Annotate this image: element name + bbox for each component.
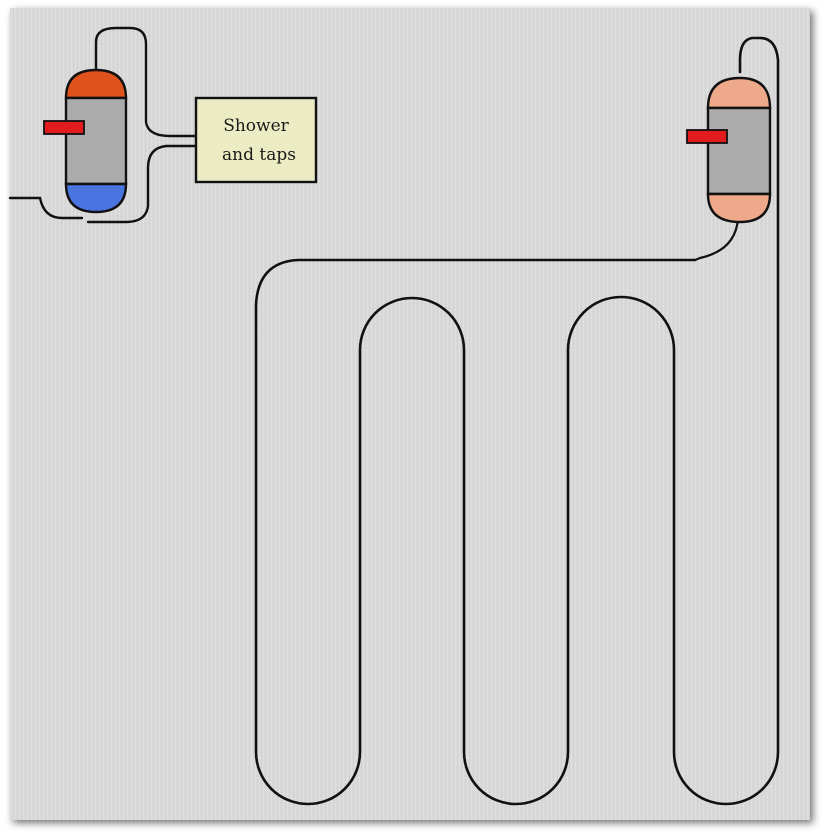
shower-and-taps-rect	[194, 96, 318, 184]
secondary-tank-top-cap	[706, 76, 772, 110]
secondary-tank	[686, 76, 772, 224]
secondary-tank-bottom-cap	[706, 192, 772, 224]
secondary-tank-outlet-pipe	[693, 216, 740, 262]
diagram-background	[10, 8, 810, 820]
return-pipe-lower	[86, 144, 198, 224]
shower-label-line1: Shower	[223, 116, 289, 136]
serpentine-pipe-loop	[254, 36, 780, 806]
secondary-heating-element	[686, 129, 728, 144]
secondary-tank-body	[706, 106, 772, 196]
hot-outlet-pipe-upper	[94, 26, 198, 138]
shower-and-taps-box: Shower and taps	[194, 96, 318, 184]
cold-inlet-pipe	[8, 196, 84, 220]
primary-tank-body	[64, 96, 128, 186]
primary-tank-hot-cap	[64, 68, 128, 100]
primary-tank-cold-cap	[64, 182, 128, 214]
primary-heating-element	[43, 120, 85, 135]
primary-tank	[43, 68, 128, 214]
shower-label-line2: and taps	[222, 145, 296, 165]
